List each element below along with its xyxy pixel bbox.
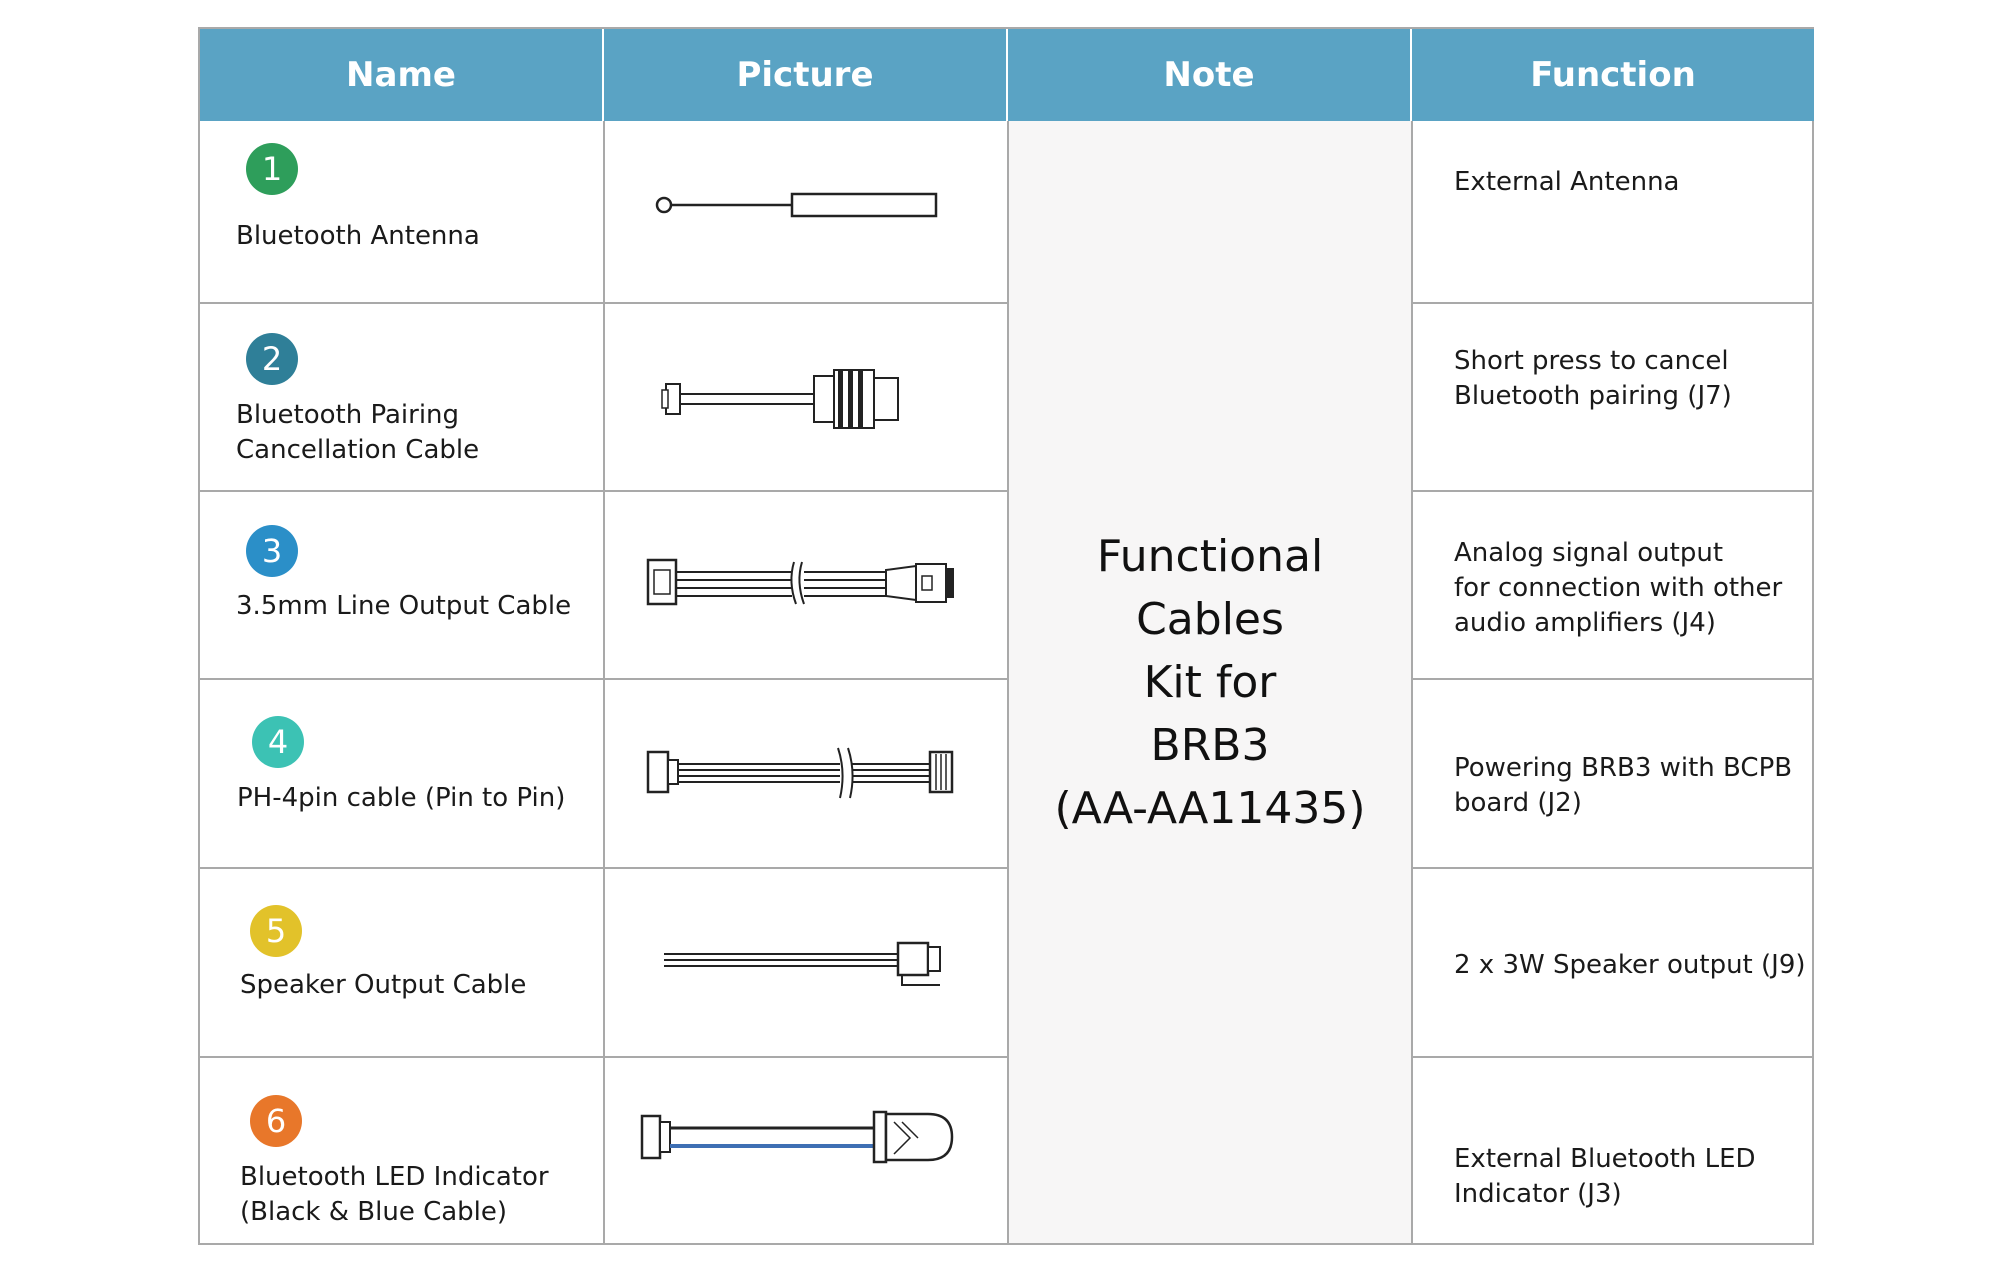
antenna-picture <box>606 121 1008 302</box>
row-divider <box>1412 1056 1814 1058</box>
header-function: Function <box>1412 29 1814 121</box>
cable-function: External Bluetooth LED Indicator (J3) <box>1454 1144 1756 1209</box>
pairing-cable-picture <box>606 304 1008 490</box>
cable-function: Short press to cancel Bluetooth pairing … <box>1454 346 1732 411</box>
note-line: Kit for <box>1143 656 1277 708</box>
header-note: Note <box>1008 29 1412 121</box>
cable-function: External Antenna <box>1454 167 1680 197</box>
line-output-cable-picture <box>606 492 1008 678</box>
cable-name: 3.5mm Line Output Cable <box>236 591 572 621</box>
led-indicator-icon <box>640 1110 954 1164</box>
row-divider <box>1412 302 1814 304</box>
led-indicator-picture <box>606 1058 1008 1245</box>
column-divider <box>1411 121 1413 1243</box>
note-cell: Functional Cables Kit for BRB3 (AA-AA114… <box>1008 121 1412 1243</box>
row-number-badge: 6 <box>250 1095 302 1147</box>
row-divider <box>200 490 1008 492</box>
row-divider <box>200 1056 1008 1058</box>
row-divider <box>1412 678 1814 680</box>
note-line: Functional <box>1096 530 1324 582</box>
speaker-cable-picture <box>606 869 1008 1056</box>
antenna-icon <box>655 192 938 218</box>
cables-table: Name Picture Note Function Functional Ca… <box>198 27 1814 1245</box>
row-number-badge: 3 <box>246 525 298 577</box>
row-number-badge: 2 <box>246 333 298 385</box>
ph-4pin-cable-icon <box>646 747 954 799</box>
column-divider <box>603 121 605 1243</box>
row-number-badge: 1 <box>246 143 298 195</box>
cable-name: Bluetooth Pairing Cancellation Cable <box>236 400 480 465</box>
row-number-badge: 4 <box>252 716 304 768</box>
row-divider <box>200 867 1008 869</box>
note-line: (AA-AA11435) <box>1054 782 1366 834</box>
line-output-cable-icon <box>646 558 954 606</box>
pairing-cable-icon <box>661 369 899 429</box>
row-divider <box>200 302 1008 304</box>
speaker-cable-icon <box>664 941 941 986</box>
cable-name: Bluetooth Antenna <box>236 221 480 251</box>
cable-name: Speaker Output Cable <box>240 970 527 1000</box>
cable-function: Powering BRB3 with BCPB board (J2) <box>1454 753 1793 818</box>
row-divider <box>1412 867 1814 869</box>
cable-name: Bluetooth LED Indicator (Black & Blue Ca… <box>240 1162 549 1227</box>
row-divider <box>200 678 1008 680</box>
row-divider <box>1412 490 1814 492</box>
note-text: Functional Cables Kit for BRB3 (AA-AA114… <box>1054 525 1365 840</box>
cable-function: Analog signal output for connection with… <box>1454 538 1783 638</box>
cable-name: PH-4pin cable (Pin to Pin) <box>237 783 566 813</box>
note-line: Cables <box>1136 593 1284 645</box>
note-line: BRB3 <box>1150 719 1270 771</box>
ph-4pin-cable-picture <box>606 680 1008 867</box>
header-picture: Picture <box>604 29 1008 121</box>
row-number-badge: 5 <box>250 905 302 957</box>
cable-function: 2 x 3W Speaker output (J9) <box>1454 950 1806 980</box>
column-divider <box>1007 121 1009 1243</box>
header-name: Name <box>200 29 604 121</box>
